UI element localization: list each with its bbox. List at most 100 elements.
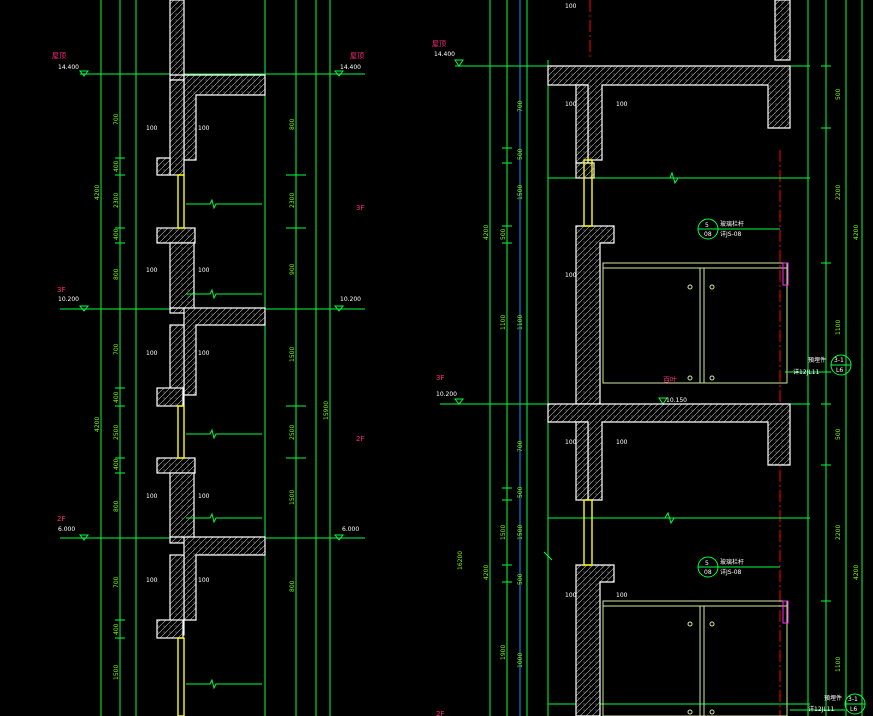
dim-1900: 1900 — [500, 645, 507, 660]
dim-15900: 15900 — [323, 401, 330, 420]
right-floor3-level: 10.200 — [436, 391, 457, 398]
dim-100: 100 — [198, 577, 210, 584]
slab-note: 10.150 — [666, 397, 687, 404]
dim-500: 500 — [835, 88, 842, 100]
right-floor2-tag: 2F — [436, 710, 444, 716]
dim-400: 400 — [113, 623, 120, 635]
left-roof-label-right: 屋顶 — [350, 52, 364, 60]
railing-anchors — [782, 262, 789, 624]
right-roof-label: 屋顶 — [432, 40, 446, 48]
callout-ref: 详JS-08 — [720, 230, 742, 238]
callout-number: 5 — [705, 222, 709, 229]
dim-100: 100 — [146, 125, 158, 132]
dim-1100: 1100 — [517, 315, 524, 330]
dim-400: 400 — [113, 160, 120, 172]
dim-100: 100 — [565, 3, 577, 10]
dim-500: 500 — [500, 228, 507, 240]
left-floor2-level: 6.000 — [58, 526, 75, 533]
callout-number: 5 — [705, 560, 709, 567]
dim-100: 100 — [565, 439, 577, 446]
dim-16200: 16200 — [457, 551, 464, 570]
dim-100: 100 — [146, 577, 158, 584]
dim-400: 400 — [113, 228, 120, 240]
dim-100: 100 — [565, 101, 577, 108]
right-section: 屋顶 14.400 3F 10.200 2F 100 100 100 100 1… — [432, 0, 866, 716]
dim-500: 500 — [517, 573, 524, 585]
dim-1500: 1500 — [517, 525, 524, 540]
dim-2500: 2500 — [289, 425, 296, 440]
right-break-lines — [543, 171, 808, 561]
left-floor3-level: 10.200 — [58, 296, 79, 303]
dim-700: 700 — [113, 113, 120, 125]
right-ticks — [502, 65, 831, 602]
detail-label: 預埋件 — [808, 356, 826, 364]
dim-100: 100 — [198, 350, 210, 357]
callout-ref: 详JS-08 — [720, 568, 742, 576]
dim-100: 100 — [616, 439, 628, 446]
dim-800: 800 — [113, 500, 120, 512]
right-windows — [583, 159, 593, 566]
dim-2200: 2200 — [835, 525, 842, 540]
left-level-markers — [78, 70, 345, 541]
dim-1100: 1100 — [835, 320, 842, 335]
dim-900: 900 — [289, 263, 296, 275]
left-section: 屋顶 14.400 屋顶 14.400 3F 10.200 10.200 3F … — [52, 0, 365, 716]
right-floor3-tag: 3F — [436, 374, 444, 382]
dim-100: 100 — [198, 493, 210, 500]
left-labels: 屋顶 14.400 屋顶 14.400 3F 10.200 10.200 3F … — [52, 52, 364, 680]
callout-sheet: 08 — [704, 569, 712, 576]
right-roof-level: 14.400 — [434, 51, 455, 58]
dim-100: 100 — [198, 125, 210, 132]
left-level-lines — [60, 73, 365, 539]
dim-1000: 1000 — [517, 653, 524, 668]
left-roof-label: 屋顶 — [52, 52, 66, 60]
dim-700: 700 — [517, 440, 524, 452]
left-floor3-right-tag: 3F — [356, 204, 364, 212]
detail-circle-top: 3-1 — [834, 357, 844, 364]
detail-label: 預埋件 — [824, 694, 842, 702]
left-break-lines — [186, 198, 262, 690]
callout-sheet: 08 — [704, 231, 712, 238]
dim-500: 500 — [517, 148, 524, 160]
dim-800: 800 — [289, 580, 296, 592]
left-floor2-right-tag: 2F — [356, 435, 364, 443]
dim-100: 100 — [565, 592, 577, 599]
dim-1500: 1500 — [113, 665, 120, 680]
right-dimension-lines — [489, 0, 863, 716]
dim-4200: 4200 — [483, 565, 490, 580]
callout-text: 玻璃栏杆 — [720, 220, 744, 228]
left-roof-level: 14.400 — [58, 64, 79, 71]
dim-100: 100 — [146, 350, 158, 357]
dim-1100: 1100 — [500, 315, 507, 330]
dim-1500: 1500 — [517, 185, 524, 200]
dim-100: 100 — [565, 272, 577, 279]
dim-2300: 2300 — [289, 193, 296, 208]
dim-700: 700 — [113, 343, 120, 355]
right-level-lines — [440, 65, 810, 705]
dim-1500: 1500 — [500, 525, 507, 540]
right-wall — [547, 0, 791, 716]
detail-circle-bottom: L6 — [836, 367, 843, 374]
callout-text: 玻璃栏杆 — [720, 558, 744, 566]
dim-1500: 1500 — [289, 347, 296, 362]
dim-100: 100 — [146, 493, 158, 500]
dim-800: 800 — [113, 268, 120, 280]
dim-1500: 1500 — [289, 490, 296, 505]
right-level-markers — [453, 59, 668, 405]
detail-ref: 详12JL11 — [808, 705, 835, 713]
dim-700: 700 — [113, 576, 120, 588]
right-labels: 屋顶 14.400 3F 10.200 2F 100 100 100 100 1… — [432, 3, 860, 716]
left-floor3-level-right: 10.200 — [340, 296, 361, 303]
glass-railing — [602, 262, 788, 716]
dim-2500: 2500 — [113, 425, 120, 440]
detail-circle-bottom: L6 — [850, 706, 857, 713]
dim-100: 100 — [146, 267, 158, 274]
left-windows — [177, 174, 185, 716]
left-roof-level-right: 14.400 — [340, 64, 361, 71]
dim-100: 100 — [616, 592, 628, 599]
left-floor3-tag: 3F — [57, 286, 65, 294]
left-floor2-tag: 2F — [57, 515, 65, 523]
dim-2300: 2300 — [113, 193, 120, 208]
dim-700: 700 — [517, 100, 524, 112]
